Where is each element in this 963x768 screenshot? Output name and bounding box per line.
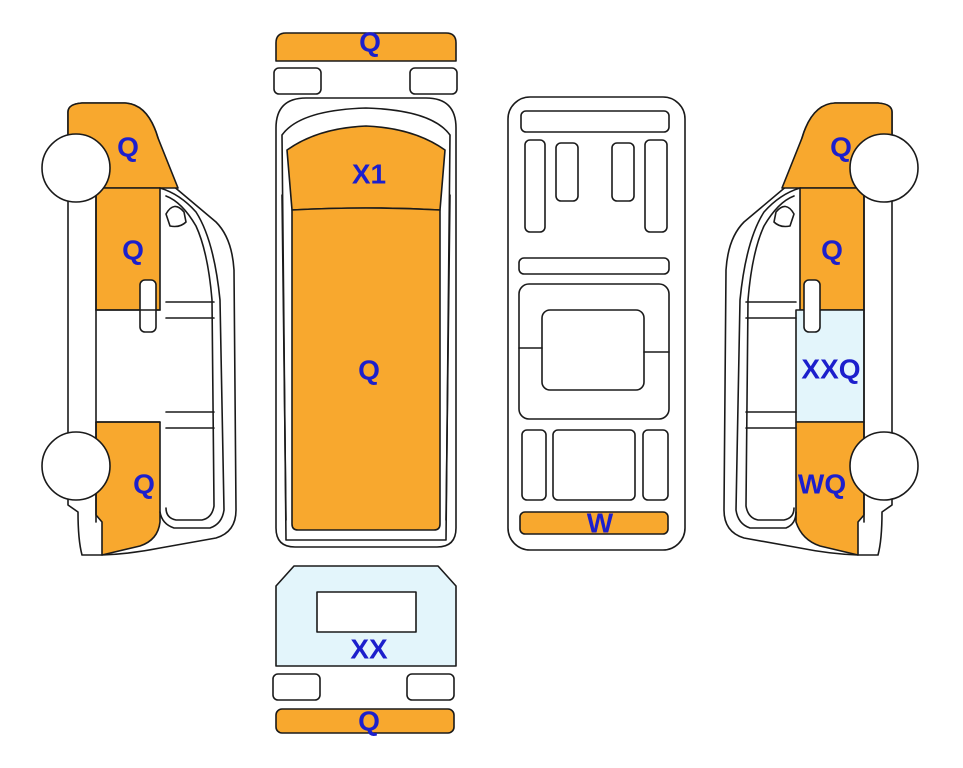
top-view-side-line-right	[445, 194, 451, 521]
label-rear-door: XX	[350, 634, 388, 665]
left-front-wheel	[41, 133, 111, 203]
zone-labels: Q X1 Q W XX Q Q Q Q Q Q XXQ WQ	[117, 27, 860, 737]
front-view	[273, 32, 458, 95]
top-view-inner-outline	[281, 107, 451, 541]
underbody-mid-crossmember	[518, 257, 670, 275]
left-door-handle	[139, 279, 157, 333]
underbody-rail-3	[611, 142, 635, 202]
underbody-center-panel	[541, 309, 645, 391]
rear-window	[316, 591, 417, 633]
right-front-wheel	[849, 133, 919, 203]
underbody-rail-2	[555, 142, 579, 202]
label-front-bumper: Q	[359, 27, 381, 58]
underbody-rail-4	[644, 139, 668, 233]
right-side-view	[723, 102, 919, 556]
label-right-rear-quarter: WQ	[798, 469, 846, 500]
underbody-rail-1	[524, 139, 546, 233]
right-door-handle	[803, 279, 821, 333]
underbody-front-crossmember	[520, 110, 670, 133]
label-left-front-door: Q	[122, 235, 144, 266]
left-side-view	[41, 102, 237, 556]
front-headlight-right	[409, 67, 458, 95]
left-rear-quarter-zone[interactable]	[95, 421, 161, 556]
rear-taillight-left	[272, 673, 321, 701]
top-view-side-line-left	[281, 194, 287, 521]
front-bumper-zone[interactable]	[275, 32, 457, 62]
top-view	[275, 97, 457, 548]
underbody-rear-right	[642, 429, 669, 501]
label-left-front-fender: Q	[117, 132, 139, 163]
label-right-front-door: Q	[821, 235, 843, 266]
underbody-rear-center	[552, 429, 636, 501]
rear-view	[272, 565, 457, 734]
label-right-front-fender: Q	[830, 132, 852, 163]
rear-bumper-zone[interactable]	[275, 708, 455, 734]
rear-taillight-right	[406, 673, 455, 701]
label-right-sliding-door: XXQ	[801, 354, 860, 385]
underbody-rear-left	[521, 429, 547, 501]
left-window-frame	[159, 187, 225, 529]
label-left-rear-quarter: Q	[133, 469, 155, 500]
right-rear-quarter-zone[interactable]	[795, 421, 865, 556]
label-roof: Q	[358, 355, 380, 386]
right-window-frame	[735, 187, 801, 529]
left-rear-wheel	[41, 431, 111, 501]
label-rear-bumper: Q	[358, 706, 380, 737]
underbody-rear-zone[interactable]	[519, 511, 669, 535]
label-underbody-rear: W	[587, 508, 614, 539]
underbody-view	[507, 96, 686, 551]
label-hood: X1	[352, 159, 386, 190]
right-rear-wheel	[849, 431, 919, 501]
front-headlight-left	[273, 67, 322, 95]
roof-zone[interactable]	[291, 207, 441, 531]
